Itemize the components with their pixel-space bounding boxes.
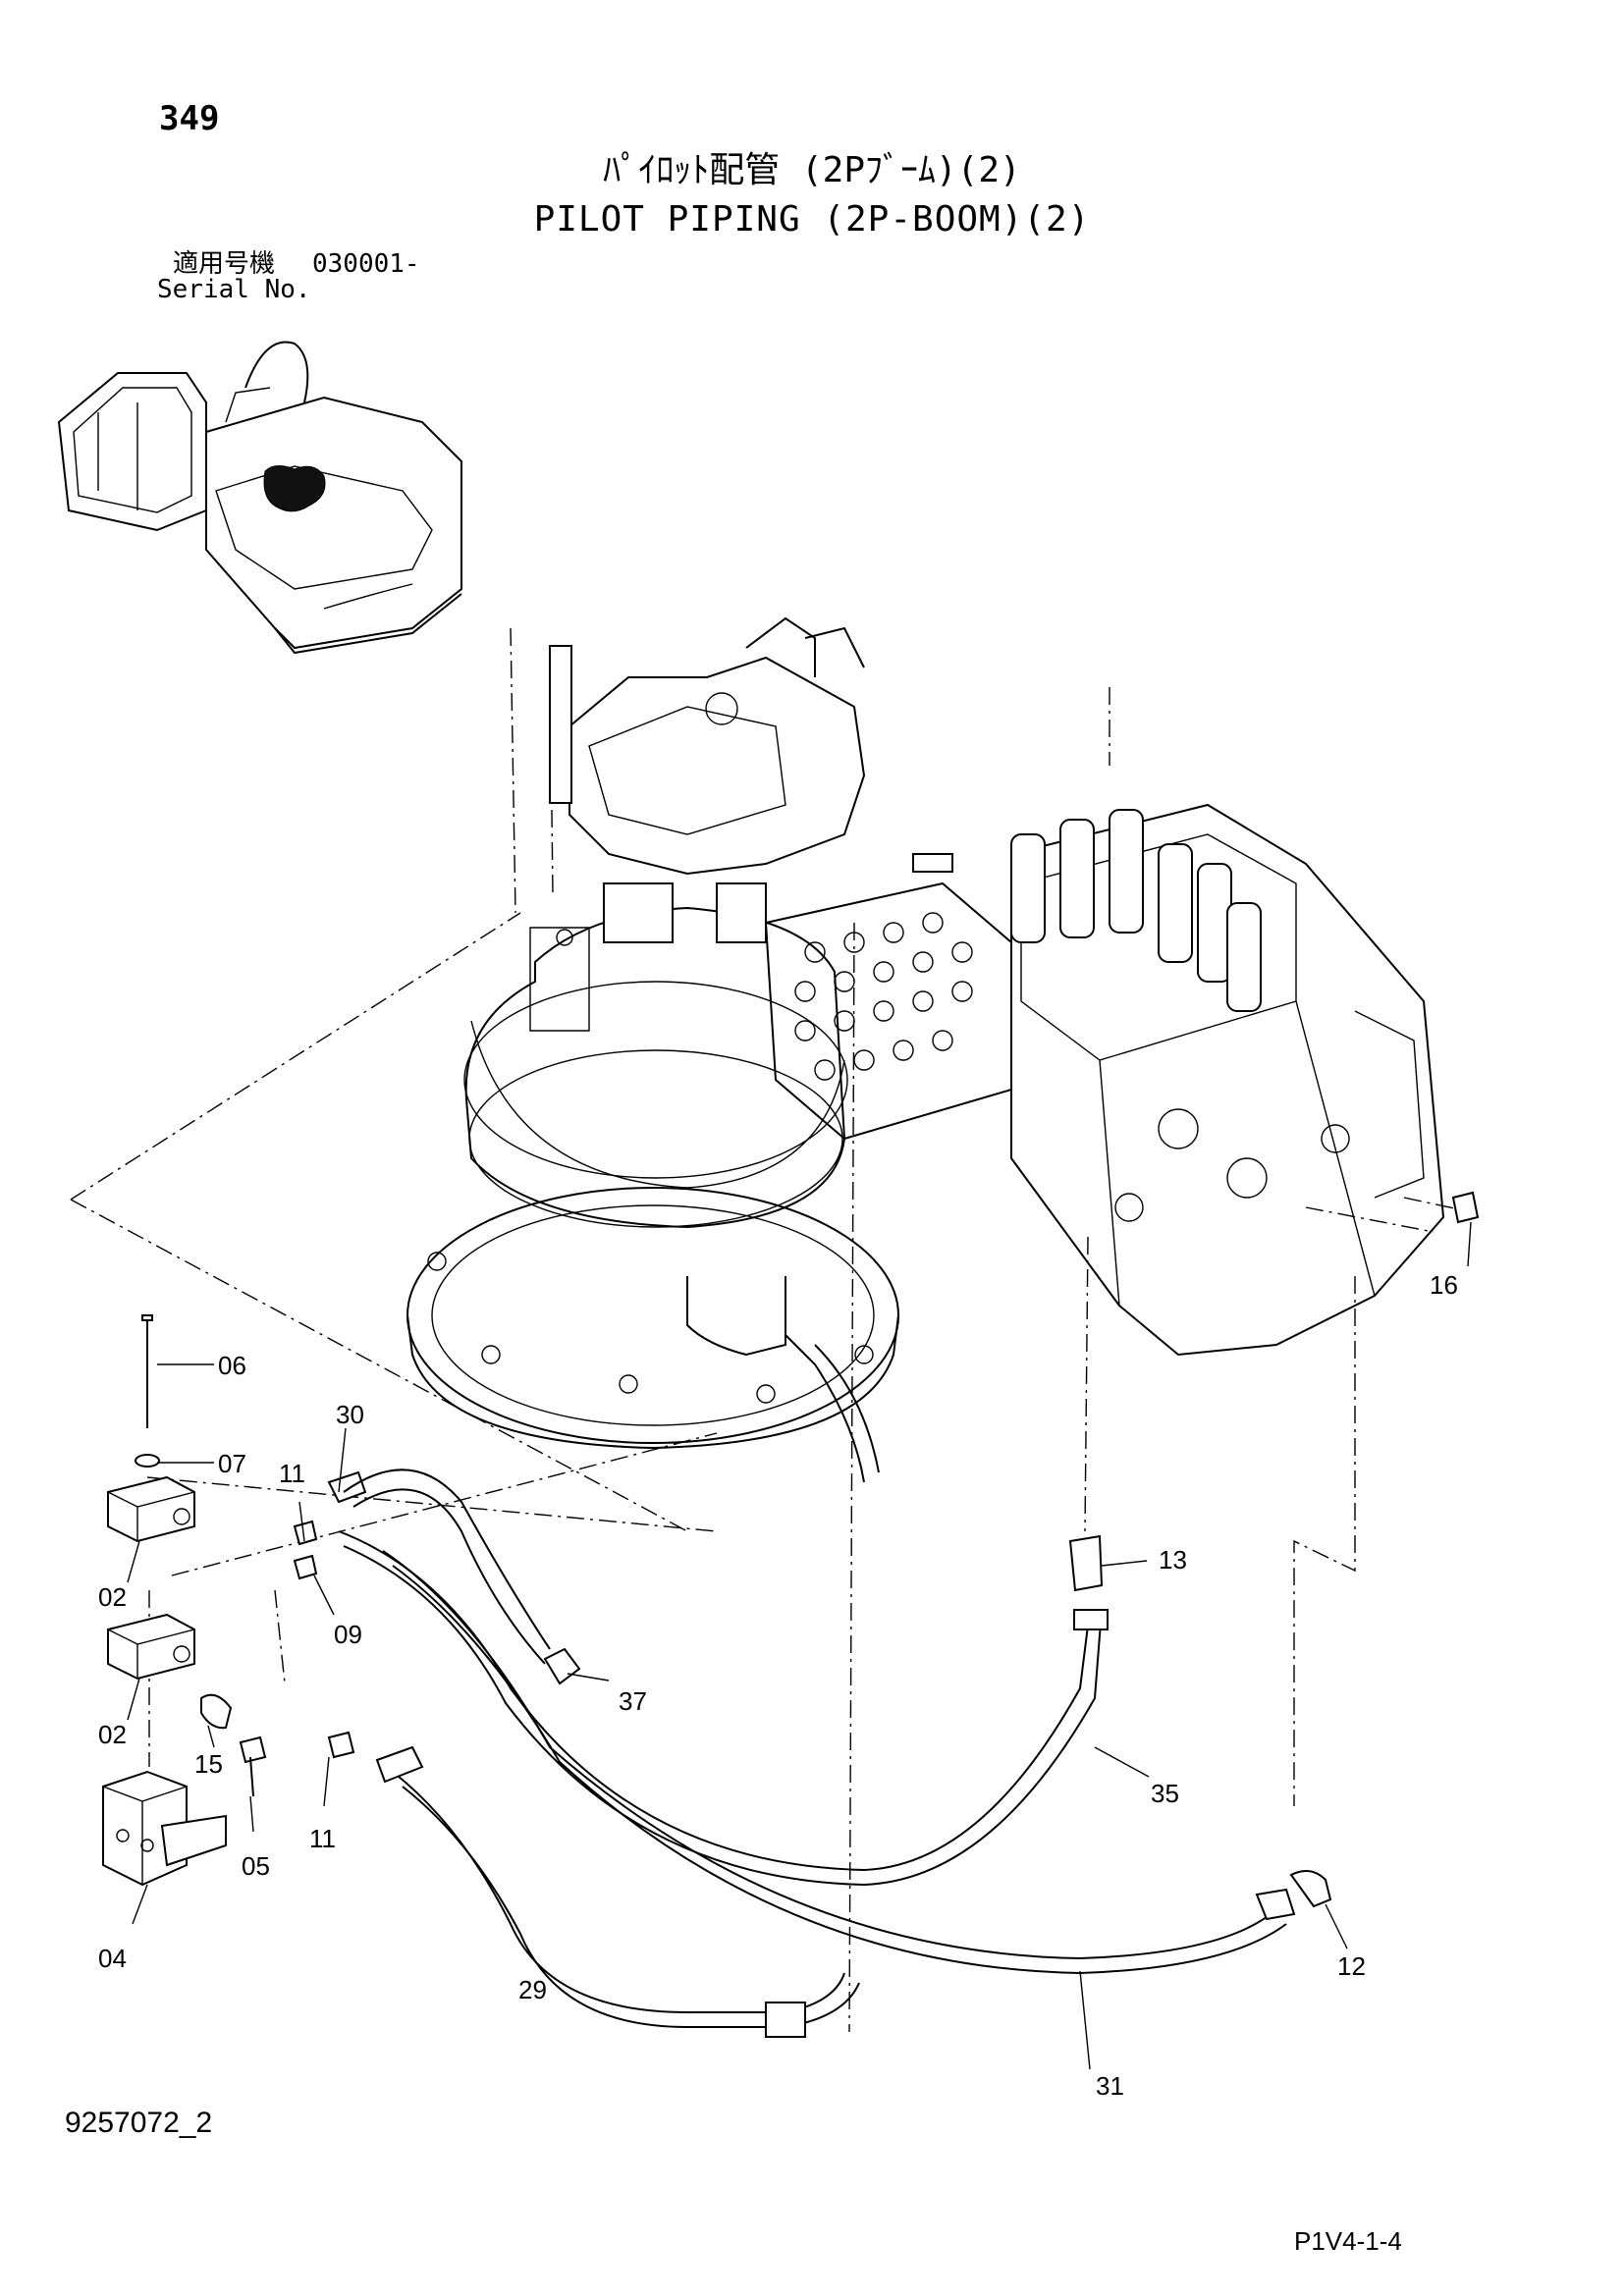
document-number: 9257072_2: [65, 2107, 213, 2139]
callout-37: 37: [619, 1686, 647, 1716]
callout-13: 13: [1159, 1545, 1187, 1575]
page-title-english: PILOT PIPING (2P-BOOM)(2): [533, 199, 1091, 240]
callout-11: 11: [309, 1824, 336, 1853]
control-valve-assembly: [1010, 803, 1445, 1357]
callout-11: 11: [279, 1459, 305, 1488]
callout-31: 31: [1096, 2071, 1124, 2101]
serial-label-japanese: 適用号機: [173, 249, 276, 279]
assembly-centerlines: [70, 627, 1474, 2033]
callout-09: 09: [334, 1620, 362, 1649]
callout-06: 06: [218, 1351, 246, 1380]
callout-05: 05: [242, 1851, 270, 1881]
callout-02: 02: [98, 1582, 127, 1612]
callout-02: 02: [98, 1720, 127, 1749]
serial-label-english: Serial No.: [157, 275, 311, 304]
callout-29: 29: [518, 1975, 547, 2004]
page-number: 349: [159, 99, 220, 138]
serial-number-value: 030001-: [312, 249, 420, 279]
page-title-japanese: ﾊﾟｲﾛｯﾄ配管 (2Pﾌﾞｰﾑ)(2): [603, 150, 1021, 190]
page-code: P1V4-1-4: [1294, 2226, 1402, 2256]
swing-motor-assembly: [406, 616, 899, 1483]
callout-16: 16: [1430, 1270, 1458, 1300]
callout-12: 12: [1337, 1951, 1366, 1981]
mounting-bracket-parts: [102, 1314, 267, 1887]
pilot-hoses: [338, 1468, 1296, 2038]
excavator-locator-thumbnail: [57, 341, 462, 655]
callout-07: 07: [218, 1449, 246, 1478]
callout-leader-lines: [127, 1221, 1472, 2070]
callout-30: 30: [336, 1400, 364, 1429]
pilot-port-block: [764, 853, 1012, 1141]
callout-04: 04: [98, 1944, 127, 1973]
callout-15: 15: [194, 1749, 223, 1779]
callout-35: 35: [1151, 1779, 1179, 1808]
hose-fittings: [293, 1191, 1480, 1908]
